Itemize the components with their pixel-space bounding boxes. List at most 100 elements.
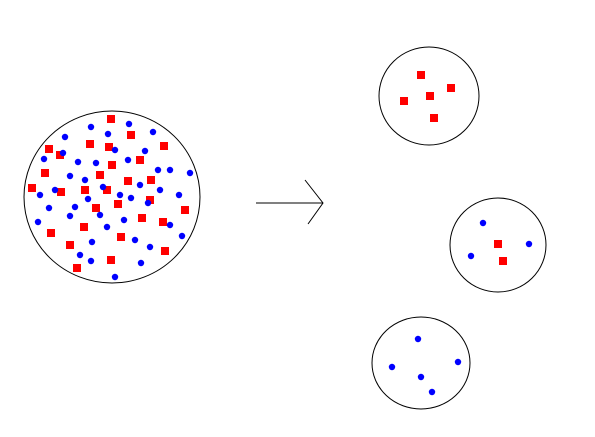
red-square [417, 71, 425, 79]
blue-dot [131, 236, 139, 244]
red-square [108, 161, 116, 169]
blue-dot [125, 120, 133, 128]
blue-dot [103, 223, 111, 231]
blue-dot [96, 211, 104, 219]
blue-dot [66, 172, 74, 180]
blue-dot [45, 204, 53, 212]
blue-dot [467, 252, 475, 260]
blue-dot [104, 130, 112, 138]
subset-middle-circle [449, 197, 547, 293]
red-square [124, 177, 132, 185]
red-square [103, 186, 111, 194]
blue-dot [40, 155, 48, 163]
blue-dot [166, 166, 174, 174]
red-square [86, 140, 94, 148]
blue-dot [388, 363, 396, 371]
red-square [400, 97, 408, 105]
blue-dot [166, 221, 174, 229]
red-square [81, 186, 89, 194]
blue-dot [454, 358, 462, 366]
subset-bottom-circle [371, 316, 471, 410]
red-square [160, 142, 168, 150]
source-population-items [28, 115, 194, 281]
blue-dot [111, 146, 119, 154]
red-square [181, 206, 189, 214]
blue-dot [414, 335, 422, 343]
red-square [96, 171, 104, 179]
blue-dot [88, 238, 96, 246]
blue-dot [120, 216, 128, 224]
red-square [136, 156, 144, 164]
blue-dot [137, 259, 145, 267]
blue-dot [144, 199, 152, 207]
red-square [107, 115, 115, 123]
blue-dot [76, 251, 84, 259]
blue-dot [116, 191, 124, 199]
blue-dot [156, 186, 164, 194]
red-square [66, 241, 74, 249]
red-square [159, 218, 167, 226]
blue-dot [34, 218, 42, 226]
blue-dot [87, 123, 95, 131]
subset-middle-items [467, 219, 533, 265]
red-square [47, 229, 55, 237]
blue-dot [74, 158, 82, 166]
blue-dot [71, 203, 79, 211]
red-square [161, 247, 169, 255]
red-square [73, 264, 81, 272]
red-square [80, 223, 88, 231]
blue-dot [111, 273, 119, 281]
arrow-head [304, 179, 324, 225]
red-square [117, 233, 125, 241]
blue-dot [92, 159, 100, 167]
blue-dot [417, 373, 425, 381]
red-square [56, 151, 64, 159]
red-square [107, 256, 115, 264]
blue-dot [84, 195, 92, 203]
red-square [41, 169, 49, 177]
blue-dot [59, 149, 67, 157]
red-square [147, 176, 155, 184]
red-square [138, 214, 146, 222]
blue-dot [428, 388, 436, 396]
red-square [92, 204, 100, 212]
red-square [114, 200, 122, 208]
red-square [426, 92, 434, 100]
blue-dot [178, 232, 186, 240]
subset-top-items [400, 71, 455, 122]
blue-dot [154, 166, 162, 174]
blue-dot [525, 240, 533, 248]
blue-dot [124, 156, 132, 164]
red-square [45, 145, 53, 153]
blue-dot [149, 128, 157, 136]
blue-dot [51, 186, 59, 194]
red-square [494, 240, 502, 248]
blue-dot [141, 147, 149, 155]
blue-dot [479, 219, 487, 227]
blue-dot [127, 194, 135, 202]
red-square [430, 114, 438, 122]
red-square [28, 184, 36, 192]
blue-dot [186, 169, 194, 177]
subset-top-circle [378, 46, 480, 146]
red-square [146, 196, 154, 204]
red-square [127, 131, 135, 139]
blue-dot [99, 183, 107, 191]
blue-dot [66, 212, 74, 220]
blue-dot [81, 176, 89, 184]
source-population-circle [23, 110, 201, 284]
blue-dot [36, 191, 44, 199]
subset-bottom-items [388, 335, 462, 396]
arrow [256, 179, 324, 225]
blue-dot [146, 243, 154, 251]
red-square [499, 257, 507, 265]
blue-dot [87, 257, 95, 265]
red-square [105, 143, 113, 151]
red-square [447, 84, 455, 92]
red-square [57, 188, 65, 196]
blue-dot [61, 133, 69, 141]
blue-dot [175, 191, 183, 199]
blue-dot [136, 181, 144, 189]
